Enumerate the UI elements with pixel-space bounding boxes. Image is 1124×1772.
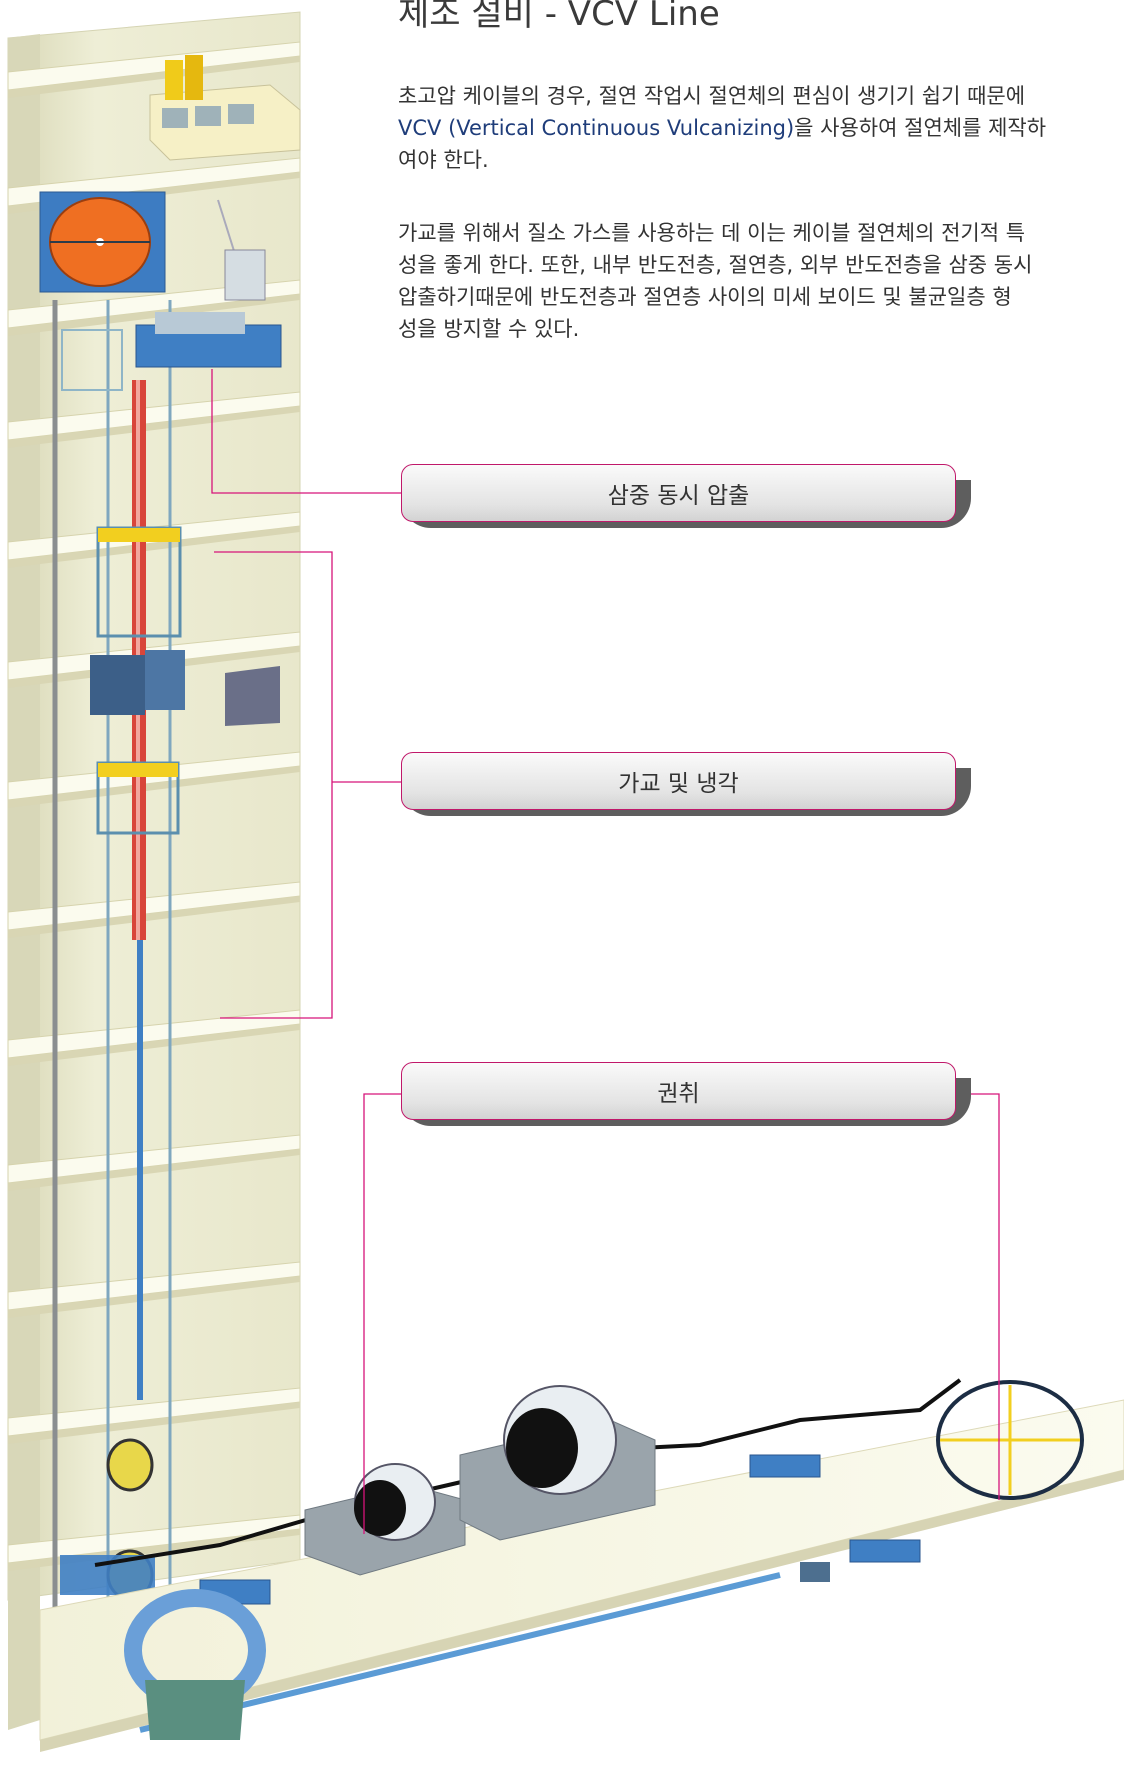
callout-extrusion-label: 삼중 동시 압출 — [401, 464, 956, 522]
takeup-machines — [124, 1380, 1084, 1740]
extruder — [61, 199, 282, 391]
callout-extrusion: 삼중 동시 압출 — [401, 464, 971, 528]
floor-slab-edge — [8, 526, 300, 568]
floor-slab-edge — [8, 1024, 300, 1066]
body-paragraph: 가교를 위해서 질소 가스를 사용하는 데 이는 케이블 절연체의 전기적 특 … — [398, 217, 1124, 345]
callout-takeup: 권취 — [401, 1062, 971, 1126]
callout-crosslink-label: 가교 및 냉각 — [401, 752, 956, 810]
floor-slab-edge — [8, 1402, 300, 1444]
floor-slab-edge — [8, 56, 300, 98]
intro-line-3: 여야 한다. — [398, 148, 489, 172]
floor-slab-edge — [8, 1276, 300, 1318]
body-line-4: 성을 방지할 수 있다. — [398, 317, 580, 341]
tower-floors — [7, 41, 301, 1571]
tower — [7, 11, 301, 1730]
callout-crosslink: 가교 및 냉각 — [401, 752, 971, 816]
intro-paragraph: 초고압 케이블의 경우, 절연 작업시 절연체의 편심이 생기기 쉽기 때문에 … — [398, 80, 1124, 176]
callout-takeup-label: 권취 — [401, 1062, 956, 1120]
floor-slab-edge — [8, 766, 300, 808]
floor-slab-edge — [8, 896, 300, 938]
vcv-highlight: VCV (Vertical Continuous Vulcanizing) — [398, 116, 795, 140]
page-title: 제조 설비 - VCV Line — [398, 0, 720, 34]
crosslink-frames — [90, 526, 280, 835]
intro-line-2-rest: 을 사용하여 절연체를 제작하 — [794, 116, 1047, 140]
callout-connectors — [211, 369, 1000, 1534]
body-line-1: 가교를 위해서 질소 가스를 사용하는 데 이는 케이블 절연체의 전기적 특 — [398, 221, 1026, 245]
top-cooling-unit — [149, 55, 301, 161]
intro-line-2: VCV (Vertical Continuous Vulcanizing)을 사… — [398, 112, 1124, 144]
body-line-3: 압출하기때문에 반도전층과 절연층 사이의 미세 보이드 및 불균일층 형 — [398, 285, 1012, 309]
intro-line-1: 초고압 케이블의 경우, 절연 작업시 절연체의 편심이 생기기 쉽기 때문에 — [398, 84, 1026, 108]
floor-slab-edge — [8, 406, 300, 448]
floor-slab-edge — [8, 1149, 300, 1191]
floor-slab-edge — [8, 294, 300, 336]
payoff-reel — [39, 191, 166, 293]
body-line-2: 성을 좋게 한다. 또한, 내부 반도전층, 절연층, 외부 반도전층을 삼중 … — [398, 253, 1033, 277]
